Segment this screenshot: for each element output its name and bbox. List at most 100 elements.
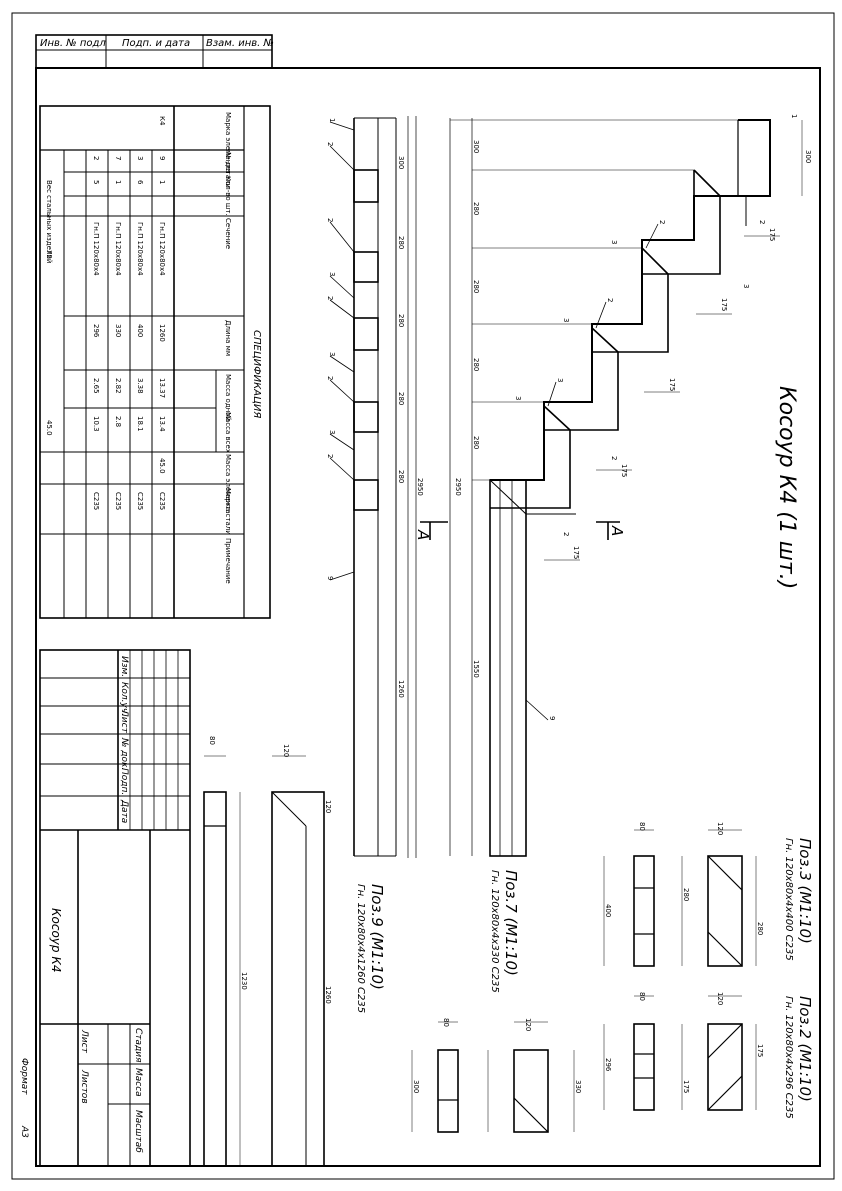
- spec-header-1: № детали: [224, 152, 232, 188]
- dim-80-c: 80: [638, 992, 646, 1001]
- spec-header-8: Марка стали: [224, 488, 232, 535]
- spec-title: СПЕЦИФИКАЦИЯ: [251, 330, 262, 418]
- position-number-18: 2: [758, 220, 766, 224]
- spec-cell-r1-c6: 18.1: [136, 416, 144, 432]
- spec-cell-r3-c2: 5: [92, 180, 100, 184]
- dim-280-c: 280: [397, 392, 405, 405]
- spec-cell-r0-c4: 1260: [158, 324, 166, 342]
- spec-cell-r2-c3: Гн.П 120х80х4: [114, 222, 122, 276]
- dim-280-f: 280: [472, 280, 480, 293]
- dim-280-d: 280: [397, 470, 405, 483]
- spec-cell-r3-c6: 10.3: [92, 416, 100, 432]
- detail-pos3: [603, 829, 757, 967]
- stamp-vzam-label: Взам. инв. №: [206, 38, 274, 49]
- pos9-sub: Гн. 120х80х4х1260 С235: [355, 884, 366, 1013]
- spec-cell-r2-c6: 2.8: [114, 416, 122, 427]
- spec-cell-r0-c0: К4: [158, 116, 166, 126]
- dim-175-d: 175: [620, 464, 628, 477]
- dim-296: 296: [604, 1058, 612, 1072]
- dim-175-e: 175: [572, 546, 580, 559]
- spec-cell-r2-c2: 1: [114, 180, 122, 184]
- title-block-col-3: № док.: [119, 737, 129, 770]
- title-block-name: Косоур К4: [49, 908, 63, 973]
- dim-1550: 1550: [472, 660, 480, 678]
- spec-header-3: Сечение: [224, 218, 232, 249]
- spec-cell-r3-c5: 2.65: [92, 378, 100, 394]
- pos2-sub: Гн. 120х80х4х296 С235: [783, 996, 794, 1119]
- spec-cell-r1-c5: 3.38: [136, 378, 144, 394]
- position-number-10: 9: [548, 716, 556, 720]
- dim-80-b: 80: [638, 822, 646, 831]
- spec-total-label: Вес стальных изделий: [45, 180, 53, 263]
- position-number-2: 2: [326, 218, 334, 222]
- outer-frame: [11, 12, 835, 1180]
- dim-300-b: 300: [472, 140, 480, 153]
- spec-cell-r1-c8: С235: [136, 492, 144, 510]
- dim-280-j: 280: [756, 922, 764, 935]
- position-number-3: 3: [328, 272, 336, 276]
- title-block-col-0: Изм.: [119, 656, 129, 677]
- position-number-17: 1: [790, 114, 798, 118]
- spec-cell-r2-c5: 2.82: [114, 378, 122, 394]
- spec-header-0: Марка элемента: [224, 112, 232, 173]
- stamp-inv-label: Инв. № подл: [40, 38, 106, 49]
- position-number-7: 3: [328, 430, 336, 434]
- dim-80-d: 80: [442, 1018, 450, 1027]
- detail-pos7: [411, 1021, 575, 1133]
- position-number-14: 3: [610, 240, 618, 244]
- spec-total-value: 75: [45, 250, 53, 259]
- position-number-6: 2: [326, 376, 334, 380]
- dim-1260-a: 1260: [397, 680, 405, 698]
- dim-300-d: 300: [412, 1080, 420, 1093]
- title-block-mass: Масса: [133, 1068, 143, 1097]
- dim-1230: 1230: [240, 972, 248, 990]
- dim-175-f: 175: [756, 1044, 764, 1057]
- position-number-13: 3: [556, 378, 564, 382]
- spec-cell-r1-c4: 400: [136, 324, 144, 337]
- dim-1260-b: 1260: [324, 986, 332, 1004]
- spec-cell-r1-c3: Гн.П 120х80х4: [136, 222, 144, 276]
- dim-400: 400: [604, 904, 612, 917]
- spec-cell-r3-c3: Гн.П 120х80х4: [92, 222, 100, 276]
- spec-cell-r2-c8: С235: [114, 492, 122, 510]
- title-block-scale: Масштаб: [133, 1110, 143, 1153]
- position-number-12: 2: [606, 298, 614, 302]
- pos2-title: Поз.2 (М1:10): [796, 996, 814, 1102]
- dim-280-h: 280: [472, 436, 480, 449]
- title-block-sheet: Лист: [79, 1029, 89, 1054]
- stamp-sign-label: Подп. и дата: [122, 38, 190, 49]
- dim-330: 330: [574, 1080, 582, 1093]
- detail-pos9: [203, 755, 325, 1167]
- dim-120-e: 120: [524, 1018, 532, 1031]
- stringer-side-view: [353, 116, 417, 858]
- position-number-1: 2: [326, 142, 334, 146]
- dim-175-c: 175: [668, 378, 676, 391]
- position-number-11: 2: [658, 220, 666, 224]
- position-number-20: 2: [610, 456, 618, 460]
- dim-2950-a: 2950: [416, 478, 424, 496]
- spec-cell-r0-c3: Гн.П 120х80х4: [158, 222, 166, 276]
- position-number-0: 1: [328, 118, 336, 122]
- position-number-5: 3: [328, 352, 336, 356]
- main-title: Косоур К4 (1 шт.): [774, 386, 799, 589]
- section-label-left: А: [414, 529, 432, 540]
- pos7-sub: Гн. 120х80х4х330 С235: [489, 870, 500, 993]
- dim-280-a: 280: [397, 236, 405, 249]
- title-block-stage: Стадия: [133, 1028, 143, 1063]
- title-block-col-2: Лист: [119, 709, 129, 734]
- position-number-8: 2: [326, 454, 334, 458]
- section-marks: [420, 521, 620, 540]
- spec-header-4: Длина мм: [224, 320, 232, 356]
- dim-120-c: 120: [716, 822, 724, 835]
- dim-175-b: 175: [720, 298, 728, 311]
- title-block-col-4: Подп.: [119, 768, 129, 795]
- position-number-4: 2: [326, 296, 334, 300]
- spec-total-mass: 45.0: [45, 420, 53, 436]
- dim-120-b: 120: [324, 800, 332, 813]
- spec-header-9: Примечание: [224, 538, 232, 584]
- position-number-9: 9: [326, 576, 334, 580]
- spec-cell-r1-c1: 3: [136, 156, 144, 160]
- inner-frame: [35, 67, 821, 1167]
